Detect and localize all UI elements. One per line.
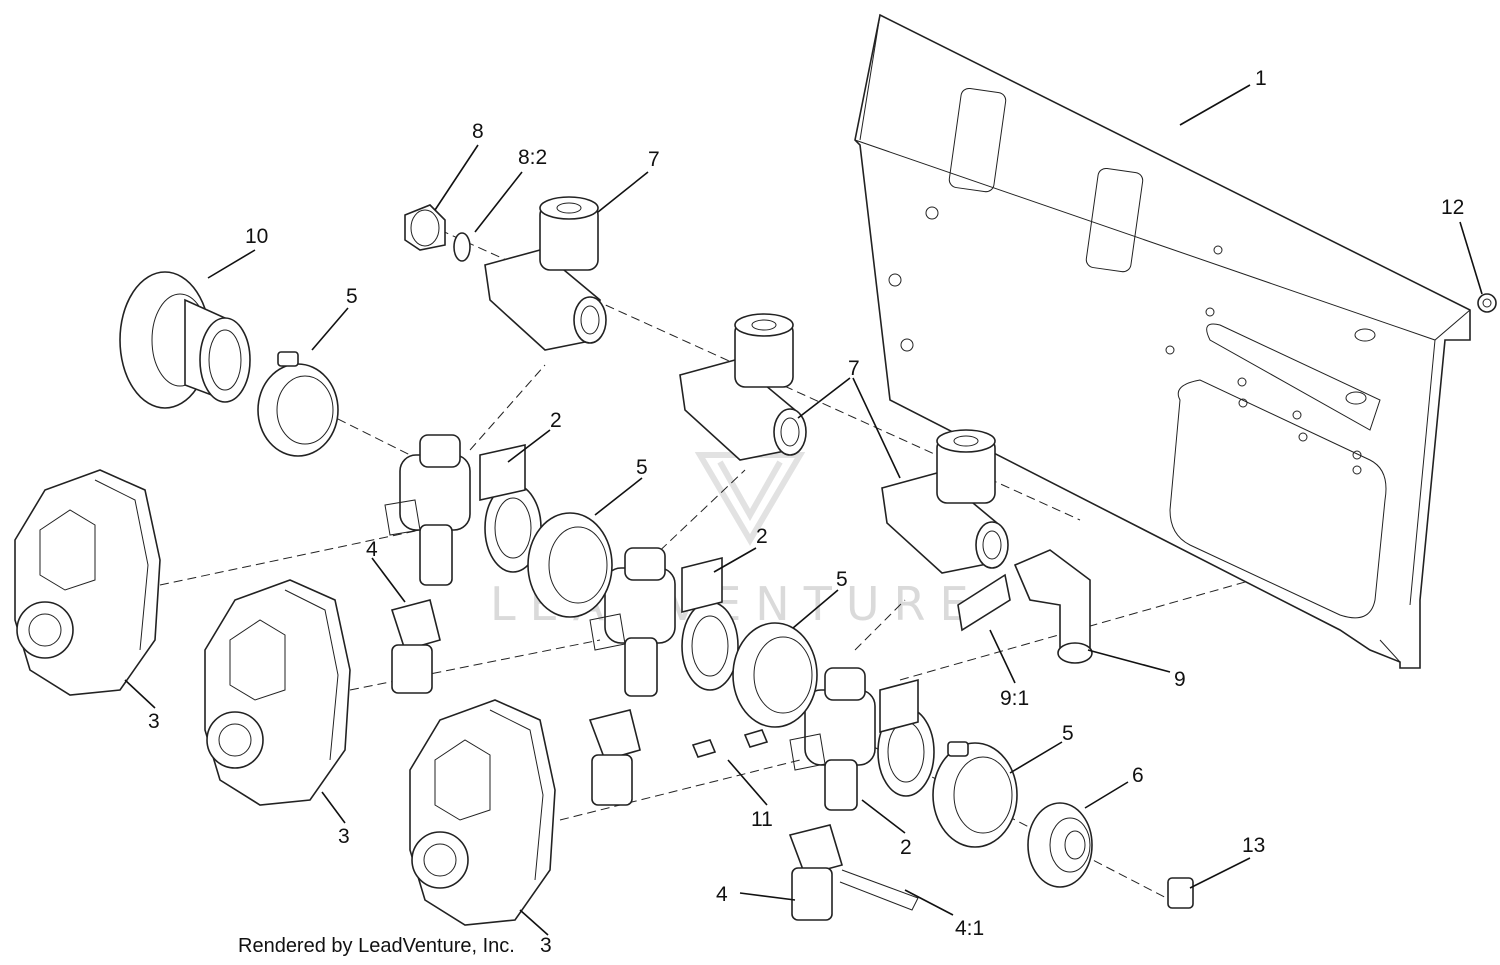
callout-6: 6 <box>1132 764 1144 787</box>
valve-body-2-middle <box>589 547 739 697</box>
callout-5-d: 5 <box>1062 722 1074 745</box>
elbow-9 <box>957 549 1093 664</box>
leader-lines <box>124 84 1483 936</box>
render-credit: Rendered by LeadVenture, Inc. <box>238 935 515 957</box>
valve-body-2-top <box>384 434 542 586</box>
callout-9-1: 9:1 <box>1000 687 1029 710</box>
fitting-4-b <box>588 709 641 806</box>
flange-10 <box>119 271 251 409</box>
callout-12: 12 <box>1441 196 1464 219</box>
fitting-4-c <box>788 824 919 921</box>
actuator-3-b <box>204 579 351 806</box>
callout-4-1: 4:1 <box>955 917 984 940</box>
clamp-5-a <box>257 351 339 457</box>
mounting-panel <box>854 13 1471 669</box>
valve-7-top <box>484 196 607 351</box>
callout-2-top: 2 <box>550 409 562 432</box>
clamp-5-b <box>527 512 613 618</box>
valve-7-middle <box>679 313 807 461</box>
callout-4-b: 4 <box>716 883 728 906</box>
callout-8: 8 <box>472 120 484 143</box>
fitting-4-a <box>390 599 441 694</box>
callout-7-middle: 7 <box>848 357 860 380</box>
callout-11: 11 <box>751 808 773 831</box>
callout-2-middle: 2 <box>756 525 768 548</box>
callout-5-a: 5 <box>346 285 358 308</box>
valve-body-2-bottom <box>789 667 935 811</box>
nut-6 <box>1027 802 1093 888</box>
callout-3-c: 3 <box>540 934 552 957</box>
callout-5-c: 5 <box>836 568 848 591</box>
callout-3-b: 3 <box>338 825 350 848</box>
callout-4-a: 4 <box>366 538 378 561</box>
screws-11 <box>691 729 769 758</box>
callout-9: 9 <box>1174 668 1186 691</box>
actuator-3-a <box>14 469 161 696</box>
callout-13: 13 <box>1242 834 1265 857</box>
callout-3-a: 3 <box>148 710 160 733</box>
clamp-5-c <box>732 622 818 728</box>
callout-8-2: 8:2 <box>518 146 547 169</box>
callout-5-b: 5 <box>636 456 648 479</box>
callout-2-bottom: 2 <box>900 836 912 859</box>
clamp-5-d <box>932 741 1018 848</box>
callout-labels: 1 8 8:2 7 12 10 5 7 2 5 2 4 5 9 9:1 3 5 … <box>148 67 1464 957</box>
callout-1: 1 <box>1255 67 1267 90</box>
fitting-13 <box>1167 877 1194 909</box>
callout-7-top: 7 <box>648 148 660 171</box>
grommet-12 <box>1477 293 1497 313</box>
plug-8 <box>404 204 471 262</box>
valve-7-right <box>881 429 1009 574</box>
actuator-3-c <box>409 699 556 926</box>
callout-10: 10 <box>245 225 268 248</box>
